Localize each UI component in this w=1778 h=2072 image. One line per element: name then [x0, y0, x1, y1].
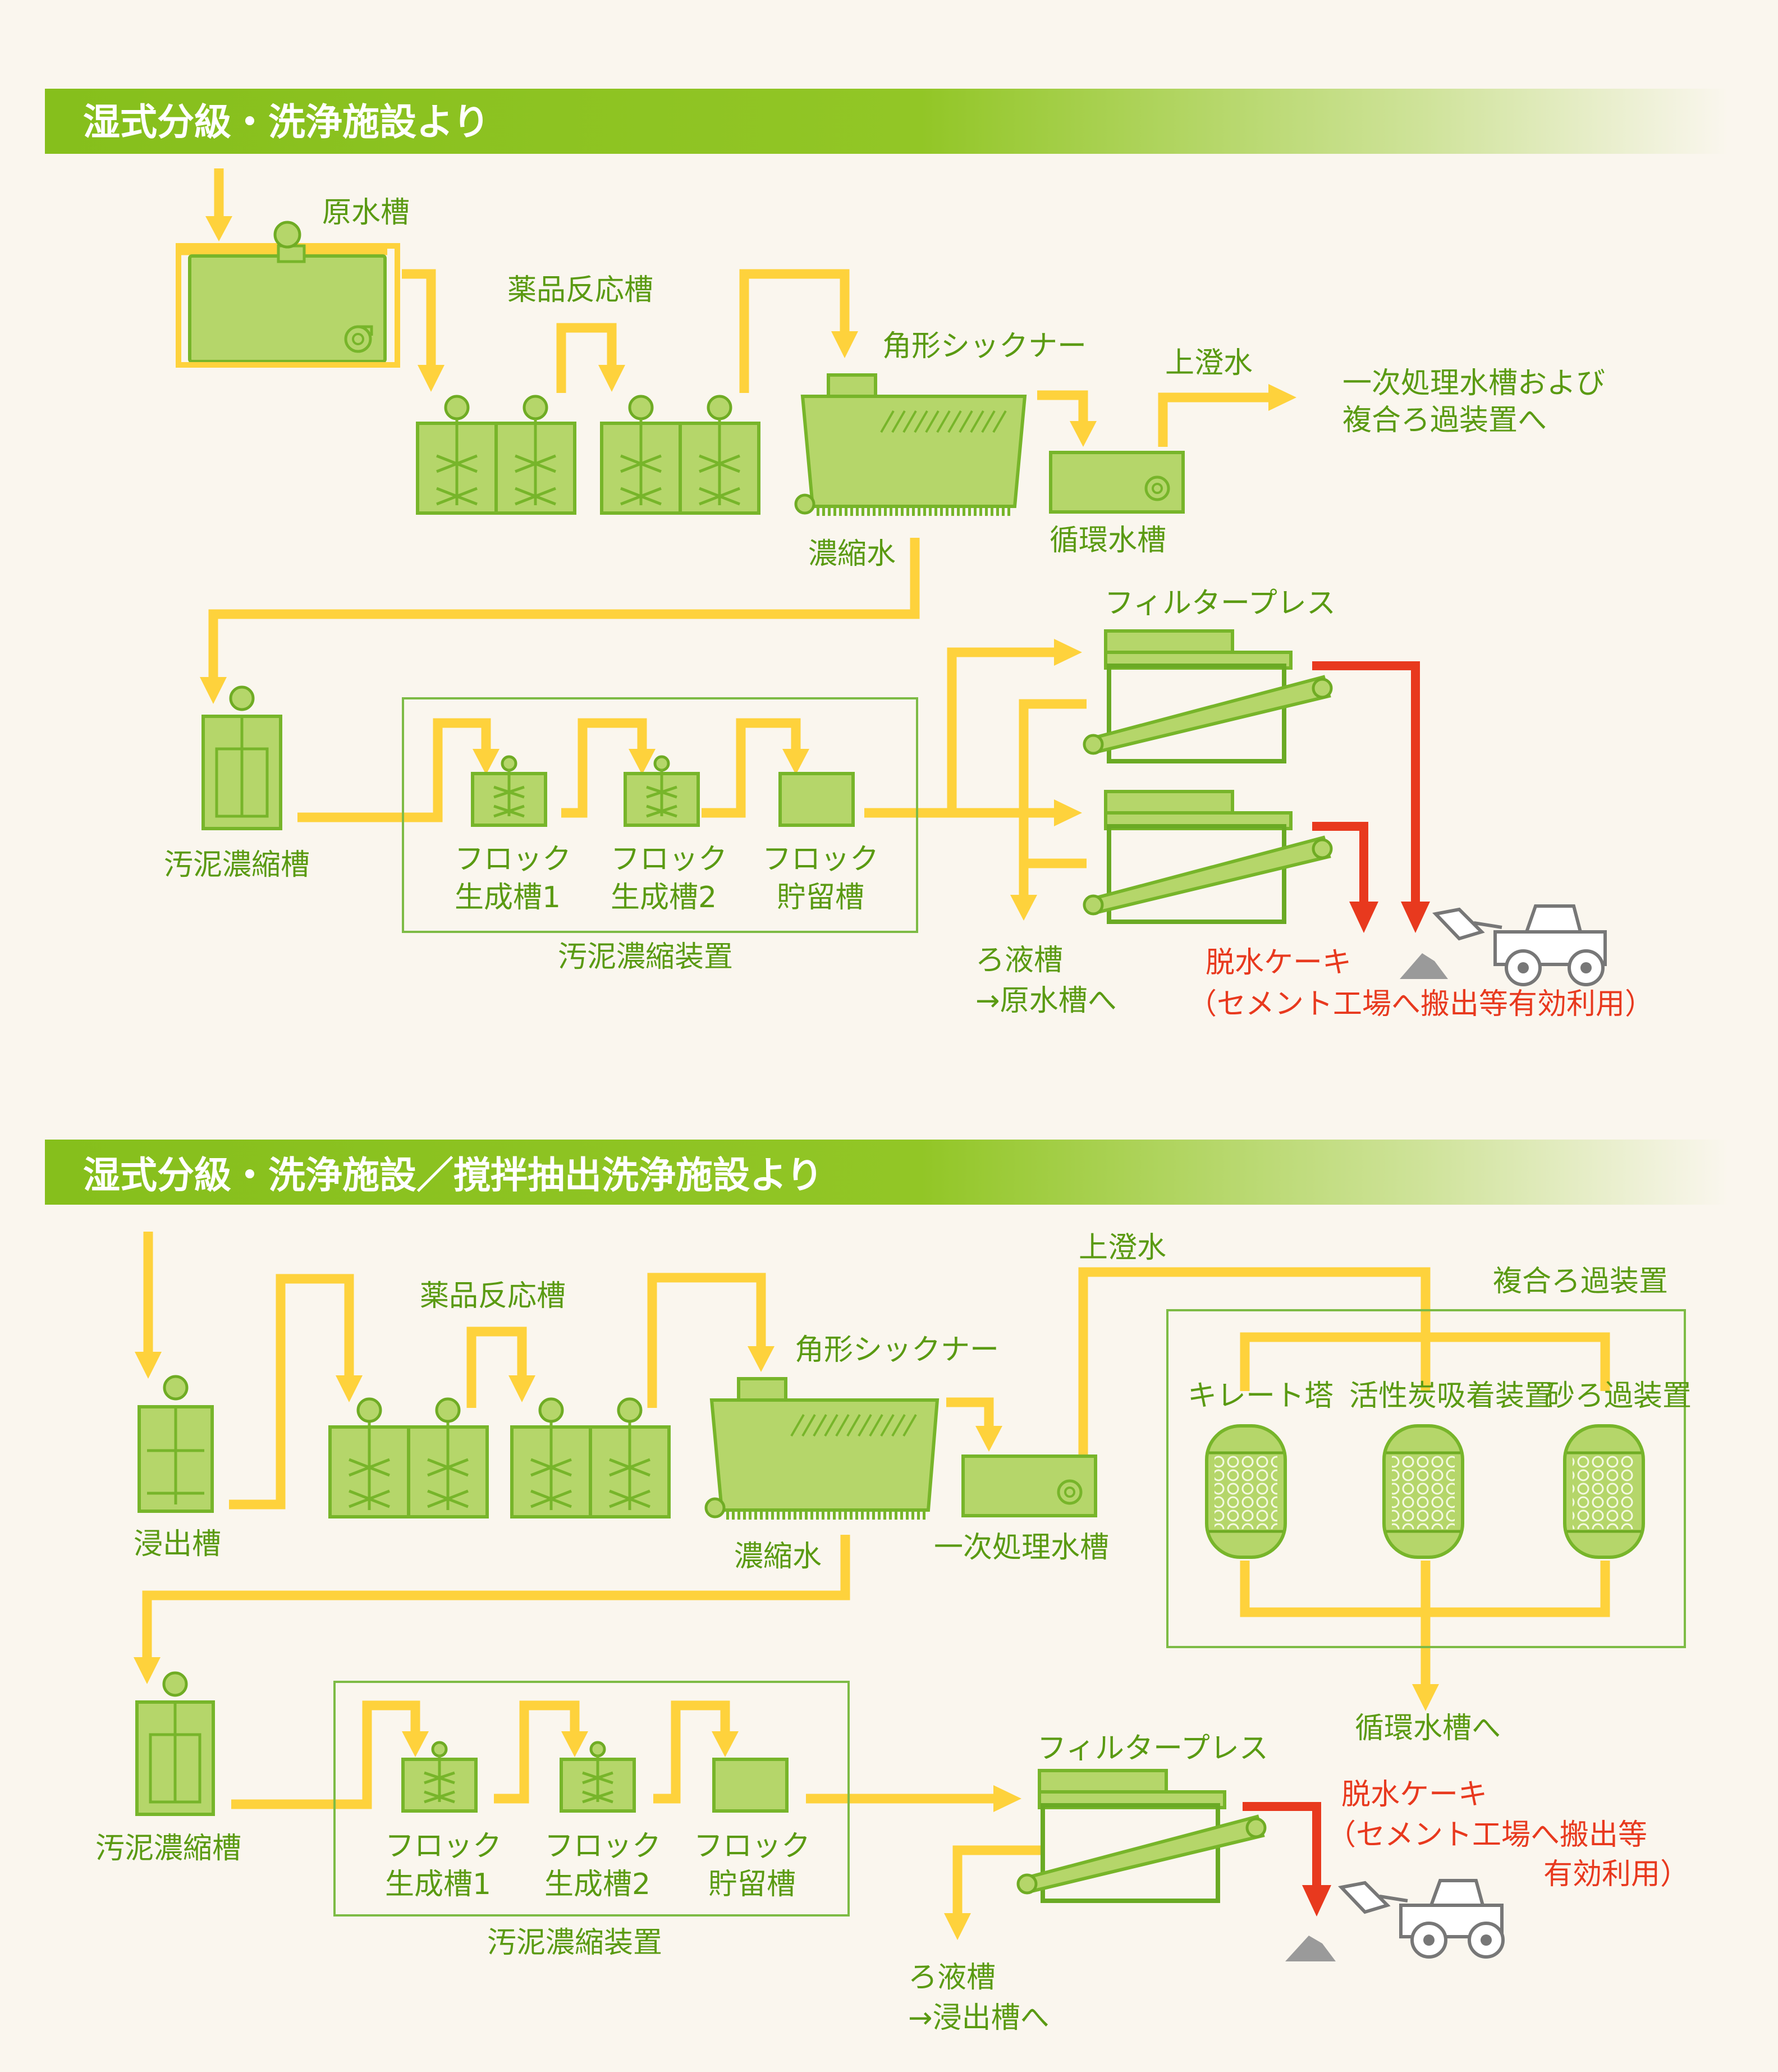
section-1-title: 湿式分級・洗浄施設より [83, 100, 490, 144]
section-1: 湿式分級・洗浄施設より [45, 89, 1729, 1021]
to-circulation-label: 循環水槽へ [1355, 1712, 1501, 1745]
section-2-flow-lines [134, 1232, 1610, 1940]
reagent-tank-label: 薬品反応槽 [507, 273, 653, 307]
floc2-label-line2: 生成槽2 [611, 881, 717, 914]
cake-label-2-line2: （セメント工場へ搬出等 [1327, 1818, 1647, 1852]
floc3-label-line2: 貯留槽 [777, 881, 864, 914]
reagent-tank-label-2: 薬品反応槽 [420, 1279, 566, 1313]
thickening-device-label: 汚泥濃縮装置 [558, 940, 733, 974]
section-2-cake-lines [1243, 1802, 1331, 1917]
thickening-device-label-2: 汚泥濃縮装置 [487, 1926, 662, 1960]
sludge-thickening-tank: 汚泥濃縮槽 [164, 685, 310, 882]
section-2-title: 湿式分級・洗浄施設／撹拌抽出洗浄施設より [83, 1154, 823, 1197]
rectangular-thickener: 角形シックナー 濃縮水 [794, 330, 1087, 571]
thickener-label: 角形シックナー [882, 330, 1087, 363]
supernatant-label-2: 上澄水 [1079, 1231, 1166, 1265]
section-1-flow-lines [178, 168, 1296, 921]
filtrate-label-1-line1: ろ液槽 [975, 944, 1063, 977]
stirrer-icon [436, 419, 740, 506]
raw-water-tank: 原水槽 [176, 196, 410, 368]
stirrer-icon [349, 1423, 650, 1510]
thickener-label-2: 角形シックナー [795, 1333, 999, 1367]
cake-pile-icon [1400, 953, 1448, 979]
carbon-label: 活性炭吸着装置 [1349, 1379, 1554, 1413]
rectangular-thickener-2: 角形シックナー 濃縮水 [704, 1333, 999, 1574]
primary-treatment-tank: 一次処理水槽 上澄水 [934, 1231, 1166, 1565]
floc1-label-line2: 生成槽1 [455, 881, 561, 914]
section-1-cake-lines [1312, 661, 1430, 933]
floc1-label-2-line1: フロック [385, 1829, 502, 1863]
cake-label-2-line1: 脱水ケーキ [1341, 1778, 1487, 1812]
raw-water-tank-label: 原水槽 [322, 196, 410, 230]
leach-tank-label: 浸出槽 [134, 1527, 221, 1561]
floc1-label-line1: フロック [455, 843, 571, 876]
primary-tank-label: 一次処理水槽 [934, 1531, 1109, 1565]
wheel-loader-icon [1338, 1879, 1505, 1959]
chelate-label: キレート塔 [1188, 1379, 1334, 1413]
filtrate-label-1-line2: →原水槽へ [975, 984, 1117, 1018]
sludge-thickening-tank-label-2: 汚泥濃縮槽 [95, 1832, 241, 1865]
chelate-tower [1205, 1424, 1287, 1559]
floc3-label-line1: フロック [762, 843, 879, 876]
destination-label-line2: 複合ろ過装置へ [1342, 404, 1547, 437]
pump-icon [344, 325, 373, 353]
sludge-thickening-tank-label: 汚泥濃縮槽 [164, 848, 310, 882]
cake-label-1-line2: （セメント工場へ搬出等有効利用） [1188, 987, 1654, 1021]
circulation-tank-label: 循環水槽 [1050, 524, 1166, 557]
composite-filter-label: 複合ろ過装置 [1493, 1265, 1668, 1298]
section-2-banner [45, 1140, 1729, 1205]
filtrate-label-2-line2: →浸出槽へ [908, 2001, 1050, 2035]
floc2-label-line1: フロック [611, 843, 727, 876]
filter-press-label-2: フィルタープレス [1037, 1732, 1268, 1765]
circulation-tank: 循環水槽 上澄水 一次処理水槽および 複合ろ過装置へ [1049, 346, 1605, 557]
floc2-label-2-line2: 生成槽2 [544, 1868, 650, 1901]
leach-tank: 浸出槽 [134, 1375, 221, 1561]
sand-filter [1563, 1424, 1645, 1559]
sand-label: 砂ろ過装置 [1546, 1379, 1692, 1413]
concentrate-label: 濃縮水 [808, 537, 896, 571]
cake-label-1-line1: 脱水ケーキ [1206, 946, 1351, 980]
sludge-thickening-device-2: フロック 生成槽1 フロック 生成槽2 フロック 貯留槽 汚泥濃縮装置 [333, 1681, 850, 1960]
reagent-reaction-tanks: 薬品反応槽 [416, 273, 760, 515]
concentrate-label-2: 濃縮水 [734, 1540, 822, 1574]
sludge-thickening-tank-2: 汚泥濃縮槽 [95, 1671, 241, 1865]
sludge-thickening-device: フロック 生成槽1 フロック 生成槽2 フロック 貯留槽 汚泥濃縮装置 [402, 697, 918, 974]
section-1-banner [45, 89, 1729, 154]
reagent-reaction-tanks-2: 薬品反応槽 [328, 1279, 671, 1518]
destination-label-line1: 一次処理水槽および [1342, 367, 1605, 400]
floc1-label-2-line2: 生成槽1 [385, 1868, 491, 1901]
cake-pile-icon [1285, 1936, 1336, 1961]
floc3-label-2-line1: フロック [694, 1829, 810, 1863]
filtrate-label-2-line1: ろ液槽 [908, 1961, 996, 1995]
filter-press-lower [1083, 790, 1333, 924]
floc3-label-2-line2: 貯留槽 [708, 1868, 796, 1901]
cake-label-2-line3: 有効利用） [1543, 1858, 1689, 1891]
floc2-label-2-line1: フロック [544, 1829, 661, 1863]
composite-filter-device: 複合ろ過装置 キレート塔 活性炭吸着装置 砂ろ過装置 [1166, 1265, 1692, 1745]
filter-press-2: フィルタープレス [1016, 1732, 1268, 1903]
filter-press-upper [1083, 629, 1333, 763]
supernatant-label: 上澄水 [1165, 346, 1253, 380]
section-2: 湿式分級・洗浄施設／撹拌抽出洗浄施設より [45, 1140, 1729, 2035]
wheel-loader-icon [1432, 904, 1607, 986]
filter-press-label-1: フィルタープレス [1105, 587, 1336, 620]
carbon-adsorber [1382, 1424, 1464, 1559]
